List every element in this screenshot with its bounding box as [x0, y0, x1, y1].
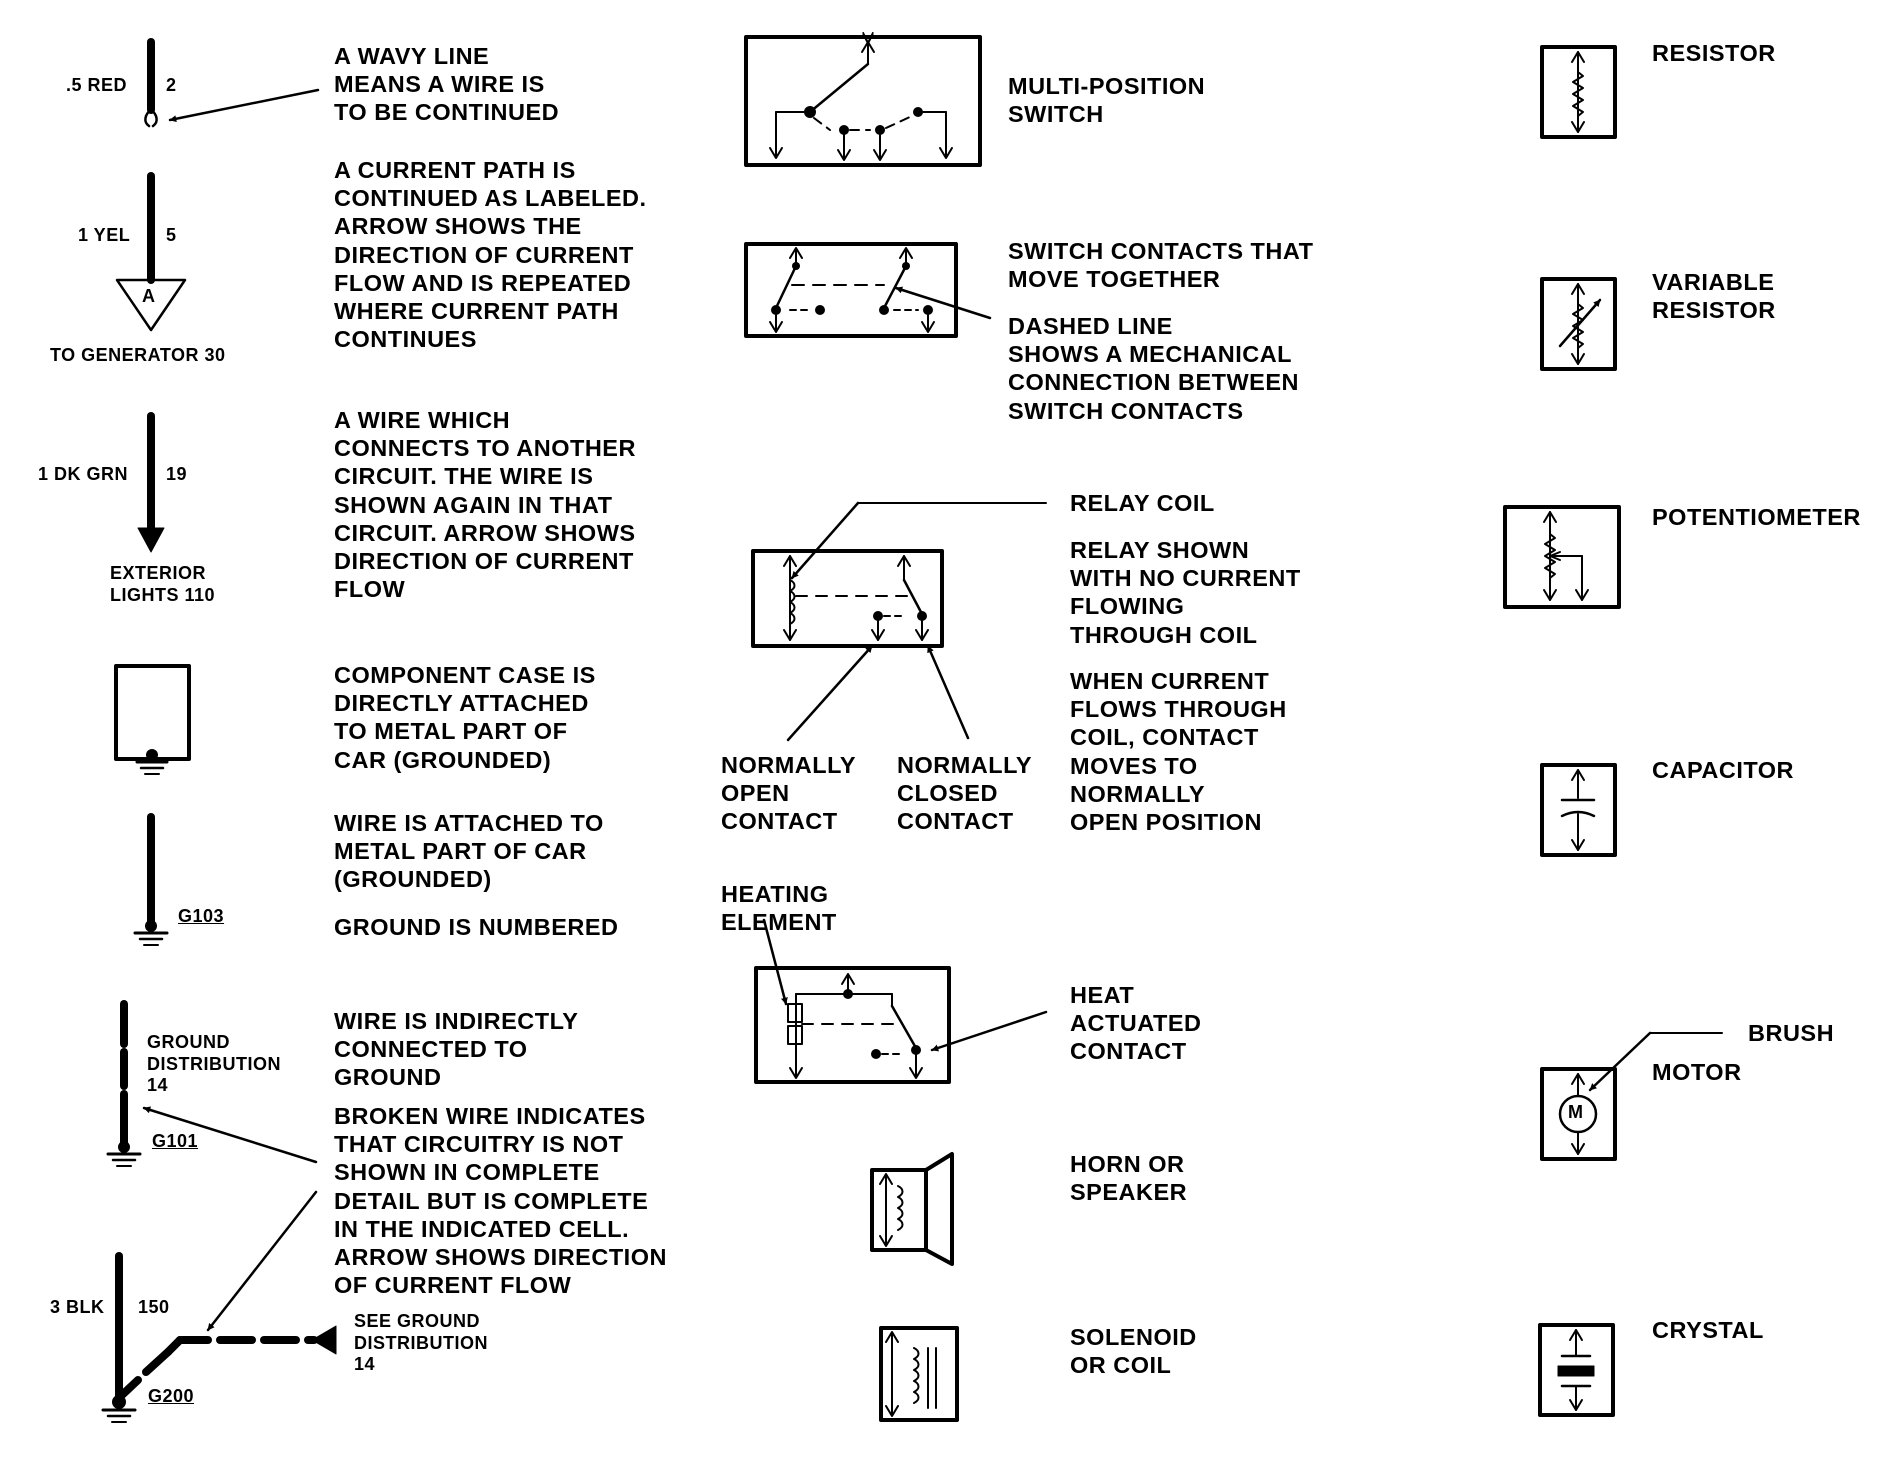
- circuit-number: 150: [138, 1297, 170, 1317]
- brush-label: BRUSH: [1748, 1020, 1835, 1046]
- resistor-label: RESISTOR: [1652, 40, 1776, 66]
- wavy-line-wire-symbol: [144, 38, 320, 128]
- when-current-label: WHEN CURRENT FLOWS THROUGH COIL, CONTACT…: [1070, 668, 1287, 836]
- circuit-number: 19: [166, 464, 188, 484]
- heat-actuated-contact-symbol: [754, 918, 1048, 1084]
- capacitor-symbol: [1540, 763, 1617, 857]
- ground-distribution-wire-symbol: [101, 1190, 337, 1423]
- dashed-line-label: DASHED LINE SHOWS A MECHANICAL CONNECTIO…: [1008, 313, 1299, 424]
- ground-id: G101: [152, 1131, 199, 1151]
- wire-label: 3 BLK: [50, 1297, 105, 1317]
- wire-to-circuit-symbol: [137, 412, 165, 553]
- solenoid-coil-label: SOLENOID OR COIL: [1070, 1324, 1197, 1379]
- see-ground-distribution: SEE GROUND DISTRIBUTION 14: [354, 1311, 488, 1374]
- broken-wire-desc: BROKEN WIRE INDICATES THAT CIRCUITRY IS …: [334, 1103, 667, 1299]
- capacitor-label: CAPACITOR: [1652, 757, 1795, 783]
- ground-numbered-desc: GROUND IS NUMBERED: [334, 914, 619, 940]
- relay-shown-label: RELAY SHOWN WITH NO CURRENT FLOWING THRO…: [1070, 537, 1301, 648]
- multi-position-switch-label: MULTI-POSITION SWITCH: [1008, 73, 1206, 128]
- variable-resistor-symbol: [1540, 277, 1617, 371]
- ground-distribution-label: GROUND DISTRIBUTION 14: [147, 1032, 281, 1095]
- normally-closed-label: NORMALLY CLOSED CONTACT: [897, 752, 1032, 835]
- relay-symbol: [751, 501, 1047, 742]
- destination-label: EXTERIOR LIGHTS 110: [110, 563, 216, 605]
- ground-id: G200: [148, 1386, 195, 1406]
- destination-label: TO GENERATOR 30: [50, 345, 226, 365]
- motor-label: MOTOR: [1652, 1059, 1742, 1085]
- motor-symbol: [1540, 1031, 1723, 1161]
- case-ground-desc: COMPONENT CASE IS DIRECTLY ATTACHED TO M…: [334, 662, 596, 773]
- horn-speaker-symbol: [870, 1152, 954, 1266]
- normally-open-label: NORMALLY OPEN CONTACT: [721, 752, 856, 835]
- wire-label: 1 DK GRN: [38, 464, 129, 484]
- wire-label: .5 RED: [66, 75, 128, 95]
- ganged-switch-symbol: [744, 242, 992, 338]
- potentiometer-symbol: [1503, 505, 1621, 609]
- wire-label: 1 YEL: [78, 225, 131, 245]
- crystal-label: CRYSTAL: [1652, 1317, 1764, 1343]
- current-path-symbol: [115, 172, 187, 332]
- resistor-symbol: [1540, 45, 1617, 139]
- wavy-line-desc: A WAVY LINE MEANS A WIRE IS TO BE CONTIN…: [334, 43, 560, 126]
- current-path-desc: A CURRENT PATH IS CONTINUED AS LABELED. …: [334, 157, 647, 353]
- switch-together-label: SWITCH CONTACTS THAT MOVE TOGETHER: [1008, 238, 1314, 293]
- wire-ground-symbol: [133, 813, 169, 946]
- case-ground-symbol: [114, 664, 191, 775]
- heat-actuated-label: HEAT ACTUATED CONTACT: [1070, 982, 1202, 1065]
- potentiometer-label: POTENTIOMETER: [1652, 504, 1861, 530]
- wire-ground-desc: WIRE IS ATTACHED TO METAL PART OF CAR (G…: [334, 810, 604, 893]
- broken-wire-ground-symbol: [106, 1000, 318, 1167]
- ground-id: G103: [178, 906, 225, 926]
- solenoid-coil-symbol: [879, 1326, 959, 1422]
- circuit-number: 2: [166, 75, 177, 95]
- relay-coil-label: RELAY COIL: [1070, 490, 1215, 516]
- multi-position-switch-symbol: [744, 37, 982, 167]
- variable-resistor-label: VARIABLE RESISTOR: [1652, 269, 1776, 324]
- crystal-symbol: [1538, 1323, 1615, 1417]
- circuit-number: 5: [166, 225, 177, 245]
- heating-element-label: HEATING ELEMENT: [721, 881, 837, 936]
- horn-speaker-label: HORN OR SPEAKER: [1070, 1151, 1188, 1206]
- path-marker: A: [142, 286, 156, 306]
- indirect-ground-desc: WIRE IS INDIRECTLY CONNECTED TO GROUND: [334, 1008, 579, 1091]
- connects-desc: A WIRE WHICH CONNECTS TO ANOTHER CIRCUIT…: [334, 407, 636, 603]
- motor-symbol-letter: M: [1568, 1102, 1584, 1122]
